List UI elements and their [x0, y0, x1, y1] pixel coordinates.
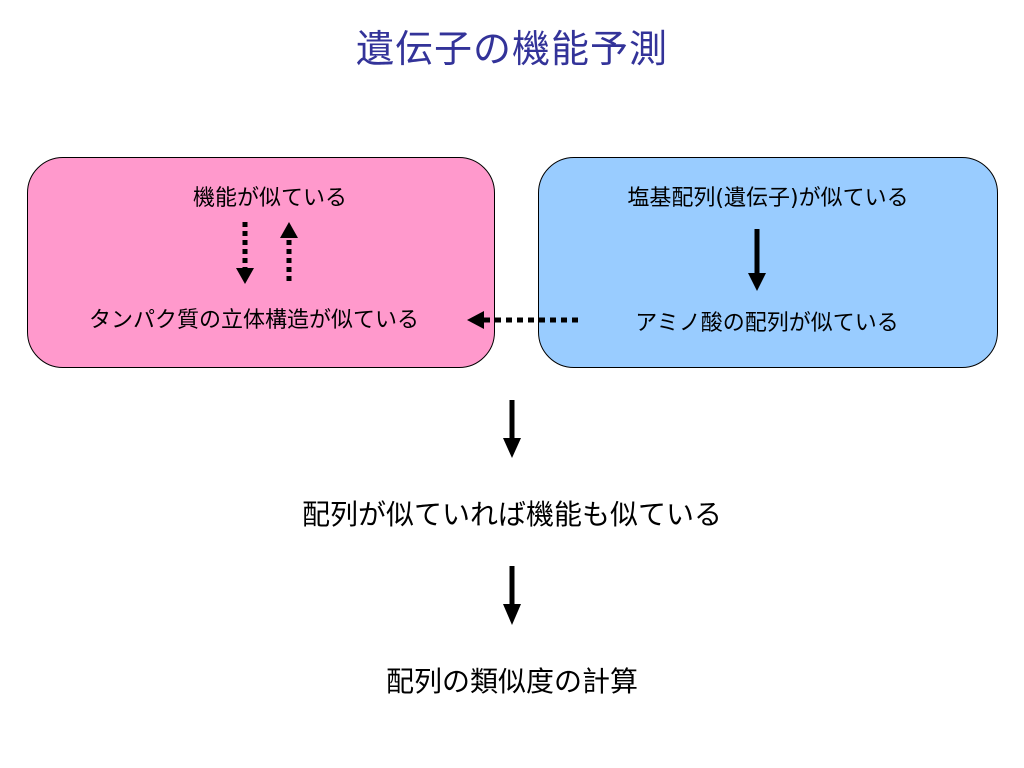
dotted-left-arrow-icon [467, 311, 582, 329]
down-arrow-1-icon [503, 400, 521, 458]
sequence-box [538, 157, 998, 368]
conclusion-similarity-calculation: 配列の類似度の計算 [385, 665, 639, 698]
protein-structure-box [27, 157, 495, 368]
dotted-down-arrow-icon [236, 222, 254, 284]
function-similar-label: 機能が似ている [192, 186, 348, 211]
solid-down-arrow-icon [748, 229, 766, 291]
structure-similar-label: タンパク質の立体構造が似ている [88, 308, 420, 333]
amino-acid-similar-label: アミノ酸の配列が似ている [635, 311, 899, 336]
base-sequence-similar-label: 塩基配列(遺伝子)が似ている [627, 186, 909, 211]
slide-title: 遺伝子の機能予測 [355, 27, 668, 71]
down-arrow-2-icon [503, 566, 521, 625]
dotted-up-arrow-icon [280, 222, 298, 285]
conclusion-function-similar: 配列が似ていれば機能も似ている [301, 498, 723, 531]
